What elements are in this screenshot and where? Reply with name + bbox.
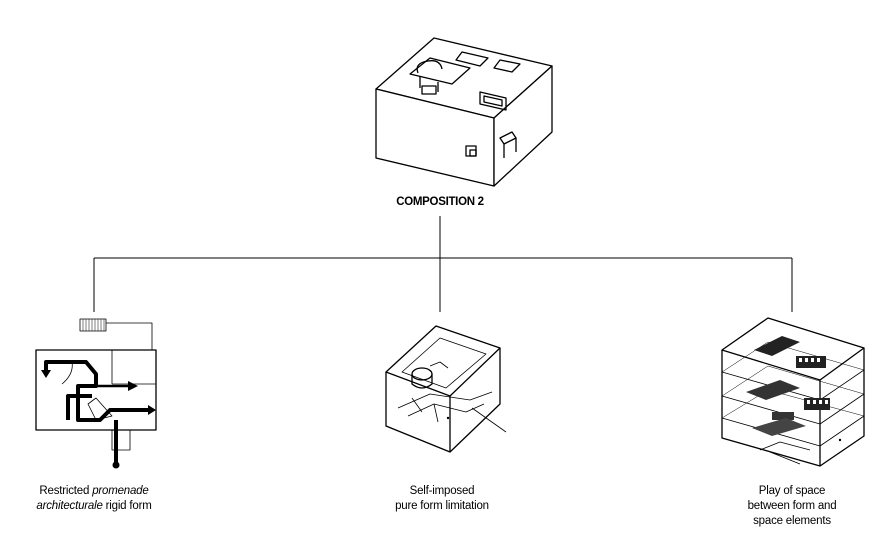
tree-connectors bbox=[93, 216, 793, 312]
caption-1-line-2-plain: rigid form bbox=[103, 500, 152, 512]
caption-1-line-2: architecturale rigid form bbox=[36, 500, 151, 512]
caption-2-line-1: Self-imposed bbox=[410, 485, 475, 497]
caption-2-line-2: pure form limitation bbox=[395, 500, 489, 512]
root-title: COMPOSITION 2 bbox=[396, 196, 483, 208]
caption-1-line-1: Restricted promenade bbox=[39, 485, 148, 497]
pure-form-box-illustration bbox=[385, 325, 507, 453]
layered-space-box-illustration bbox=[721, 317, 865, 467]
caption-1-line-2-italic: architecturale bbox=[36, 500, 102, 512]
caption-3-line-3: space elements bbox=[753, 515, 831, 527]
caption-3-line-1: Play of space bbox=[759, 485, 825, 497]
promenade-plan-illustration bbox=[35, 318, 157, 469]
caption-3-line-2: between form and bbox=[748, 500, 837, 512]
caption-1-line-1-plain: Restricted bbox=[39, 485, 92, 497]
composition-2-box-illustration bbox=[375, 37, 553, 187]
caption-1-line-1-italic: promenade bbox=[91, 485, 148, 497]
